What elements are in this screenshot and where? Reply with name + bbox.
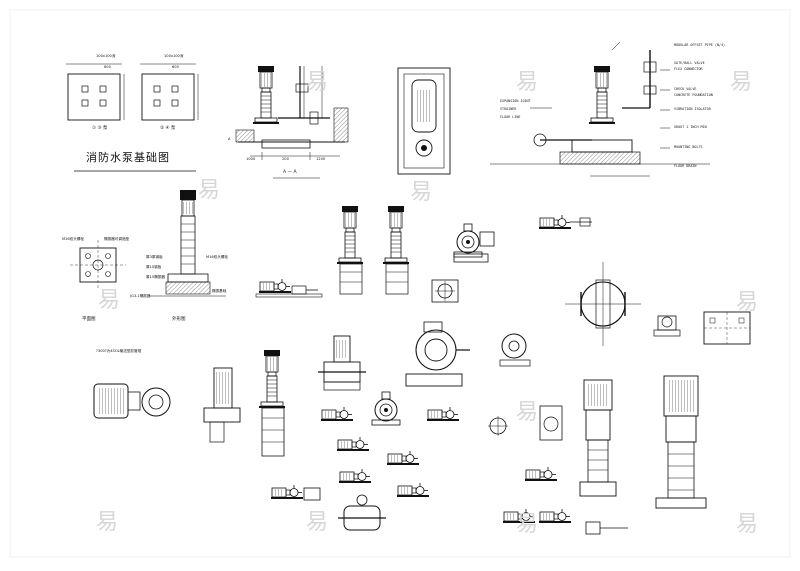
small-pumps-cluster [320, 391, 563, 441]
foundation-dim-1: 100x100深 [96, 54, 116, 58]
vertical-pump-lower-1 [258, 349, 286, 457]
section-note-1: 1000 [246, 157, 256, 161]
title-elevation-view: 外形图 [172, 317, 186, 322]
foundation-dim-3: 600 [104, 65, 111, 69]
watermark: 易 [306, 70, 329, 95]
plan-note-base: 隔振基础 [212, 289, 227, 293]
watermark: 易 [96, 510, 119, 535]
sheet-border [9, 9, 791, 558]
watermark: 易 [198, 178, 221, 203]
foundation-dim-4: 600 [172, 65, 179, 69]
title-section-a-a: A — A [283, 170, 297, 175]
title-plan-view: 平面图 [82, 317, 96, 322]
callout-9: FLOOR DRAIN [674, 164, 697, 168]
inline-pump-mid [318, 335, 366, 391]
horizontal-pump-small-1 [538, 214, 592, 230]
callout-12: FLOOR LINE [500, 115, 521, 119]
callout-10: EXPANSION JOINT [500, 99, 531, 103]
plan-note-steel-2: 厚15钢板 [146, 265, 162, 269]
base-plate-plan [703, 311, 751, 345]
pump-front-view [397, 67, 451, 175]
section-note-3: 1200 [316, 157, 326, 161]
foundation-detail-2 [140, 63, 199, 121]
section-a-a [235, 65, 349, 179]
volute-pump-mid [453, 223, 495, 263]
jg-label: JG3-1隔振器 [130, 294, 151, 298]
small-pumps-cluster-2 [270, 436, 628, 535]
watermark: 易 [410, 180, 433, 205]
volute-pump-lower [499, 333, 531, 367]
vertical-pump-lower-2 [579, 379, 617, 497]
vertical-pump-tall-2 [382, 205, 410, 295]
callout-7: GROUT 1 INCH MIN [674, 125, 707, 129]
motor-pump-horizontal-large [93, 383, 171, 419]
horizontal-pump-assembly-1 [255, 278, 323, 298]
plan-note-plate: 隔振器可调底座 [104, 237, 130, 241]
watermark: 易 [736, 512, 759, 537]
title-foundation: 消防水泵基础图 [86, 151, 170, 164]
callout-5: CONCRETE FOUNDATION [674, 93, 713, 97]
foundation-detail-1 [66, 63, 125, 121]
callout-2: GATE/BALL VALVE [674, 61, 705, 65]
vertical-pump-tall-1 [336, 205, 364, 295]
section-note-4: A [228, 137, 231, 141]
pump-end-view-crosshair [431, 279, 459, 303]
vertical-pump-lower-3 [655, 375, 707, 509]
watermark: 易 [516, 70, 539, 95]
callout-8: MOUNTING BOLTS [674, 145, 703, 149]
plan-note-bolt: M16双头螺栓 [62, 237, 85, 241]
butterfly-valve [565, 262, 641, 346]
foundation-mark-1: ① ③ 泵 [92, 126, 108, 131]
watermark: 易 [736, 290, 759, 315]
plan-note-steel-3: 厚15隔振器 [146, 275, 165, 279]
centrifugal-pump-large [405, 321, 470, 387]
watermark: 易 [730, 70, 753, 95]
foundation-mark-2: ② ④ 泵 [160, 126, 176, 131]
callout-1: MODULAR OFFSET PIPE (N/4) [674, 43, 726, 47]
foundation-dim-2: 100x100深 [164, 54, 184, 58]
callout-3: FLEX CONNECTOR [674, 67, 703, 71]
isolator-plan-view [70, 240, 126, 290]
watermark: 易 [516, 400, 539, 425]
watermark: 易 [306, 510, 329, 535]
motor-note: ?300?为4SOL输送型胶管规 [96, 349, 142, 353]
isolator-elevation-view [150, 190, 226, 297]
callout-4: CHECK VALVE [674, 87, 697, 91]
installation-detail-right [490, 41, 710, 177]
plan-note-steel-1: 厚3厚钢板 [146, 255, 163, 259]
double-suction-pump [338, 494, 386, 531]
watermark: 易 [98, 288, 121, 313]
plan-note-bolt-2: M16双头螺栓 [206, 255, 229, 259]
small-pump-side [653, 315, 681, 337]
watermark: 易 [516, 512, 539, 537]
callout-6: VIBRATION ISOLATOR [674, 107, 711, 111]
callout-11: STRAINER [500, 107, 517, 111]
section-note-2: 200 [282, 157, 289, 161]
vertical-motor-pump-small [203, 367, 241, 443]
